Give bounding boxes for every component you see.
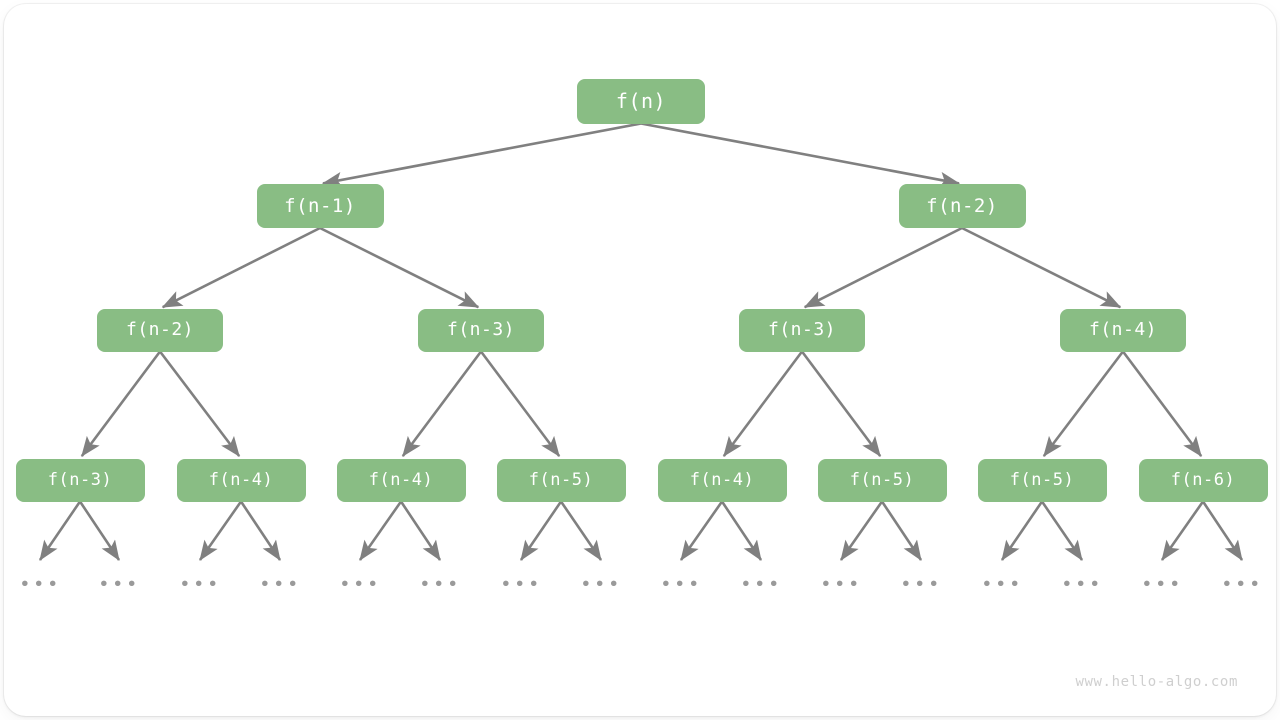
tree-node-label: f(n-4) [689, 469, 755, 490]
tree-node-label: f(n) [615, 89, 667, 113]
tree-node-label: f(n-3) [47, 469, 113, 490]
ellipsis-marker: ••• [900, 573, 942, 596]
tree-node-n10[interactable]: f(n-5) [496, 458, 626, 502]
tree-node-label: f(n-5) [849, 469, 915, 490]
tree-node-label: f(n-5) [1009, 469, 1075, 490]
tree-node-label: f(n-2) [926, 194, 998, 217]
ellipsis-marker: ••• [98, 573, 140, 596]
ellipsis-marker: ••• [580, 573, 622, 596]
tree-node-n8[interactable]: f(n-4) [176, 458, 306, 502]
tree-node-n14[interactable]: f(n-6) [1138, 458, 1268, 502]
tree-node-n5[interactable]: f(n-3) [739, 308, 865, 352]
tree-node-label: f(n-6) [1170, 469, 1236, 490]
tree-node-label: f(n-5) [528, 469, 594, 490]
ellipsis-marker: ••• [981, 573, 1023, 596]
ellipsis-marker: ••• [339, 573, 381, 596]
tree-node-label: f(n-3) [767, 319, 837, 340]
tree-node-n9[interactable]: f(n-4) [336, 458, 466, 502]
ellipsis-marker: ••• [419, 573, 461, 596]
tree-node-n2[interactable]: f(n-2) [898, 184, 1026, 228]
tree-node-label: f(n-1) [284, 194, 356, 217]
tree-node-n12[interactable]: f(n-5) [817, 458, 947, 502]
tree-node-n1[interactable]: f(n-1) [256, 184, 384, 228]
tree-node-label: f(n-4) [368, 469, 434, 490]
tree-node-label: f(n-4) [208, 469, 274, 490]
tree-node-n4[interactable]: f(n-3) [418, 308, 544, 352]
ellipsis-marker: ••• [179, 573, 221, 596]
ellipsis-marker: ••• [500, 573, 542, 596]
tree-node-label: f(n-4) [1088, 319, 1158, 340]
ellipsis-marker: ••• [1141, 573, 1183, 596]
tree-node-label: f(n-2) [125, 319, 195, 340]
ellipsis-marker: ••• [740, 573, 782, 596]
watermark: www.hello-algo.com [1075, 674, 1238, 690]
ellipsis-marker: ••• [259, 573, 301, 596]
tree-node-label: f(n-3) [446, 319, 516, 340]
ellipsis-marker: ••• [19, 573, 61, 596]
tree-node-n3[interactable]: f(n-2) [97, 308, 223, 352]
tree-node-n6[interactable]: f(n-4) [1060, 308, 1186, 352]
tree-node-n0[interactable]: f(n) [577, 78, 705, 124]
tree-node-n13[interactable]: f(n-5) [977, 458, 1107, 502]
ellipsis-marker: ••• [1061, 573, 1103, 596]
ellipsis-marker: ••• [660, 573, 702, 596]
tree-node-n7[interactable]: f(n-3) [15, 458, 145, 502]
tree-node-n11[interactable]: f(n-4) [657, 458, 787, 502]
ellipsis-marker: ••• [1221, 573, 1263, 596]
ellipsis-marker: ••• [820, 573, 862, 596]
